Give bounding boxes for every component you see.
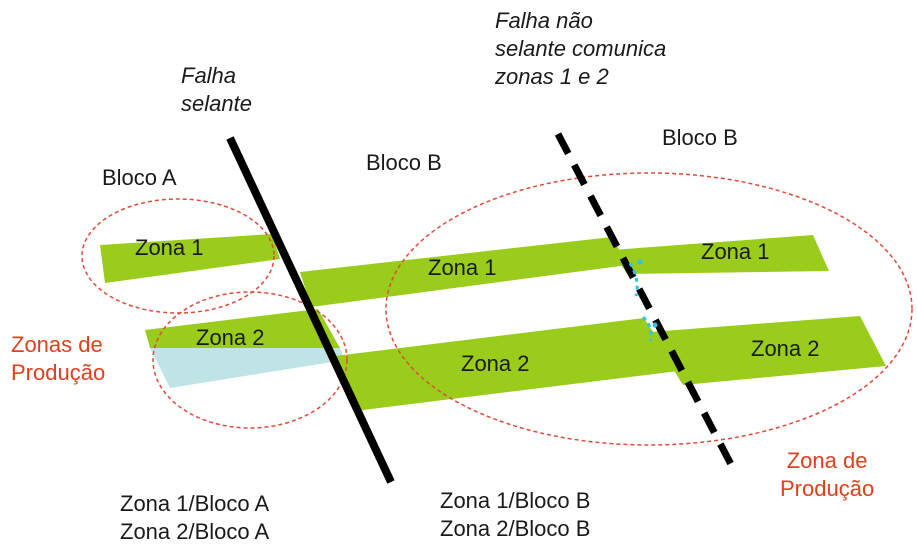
block-b-middle-label: Bloco B bbox=[366, 150, 442, 175]
zone2-block-a-layer bbox=[145, 309, 340, 348]
production-zones-label-line2: Produção bbox=[11, 360, 106, 385]
legend-block-a-line1: Zona 1/Bloco A bbox=[120, 491, 270, 516]
production-zone-label: Zona de Produção bbox=[780, 447, 874, 503]
legend-block-a-line2: Zona 2/Bloco A bbox=[120, 519, 270, 544]
zone2-block-b-right-label: Zona 2 bbox=[751, 336, 820, 361]
zone2-block-b-middle-label: Zona 2 bbox=[461, 351, 530, 376]
sealing-fault-label: Falha selante bbox=[181, 62, 252, 118]
zone2-block-b-right-layer bbox=[650, 316, 886, 385]
zone1-block-b-middle-label: Zona 1 bbox=[428, 255, 497, 280]
production-ring-zone2-a bbox=[152, 291, 348, 429]
zone1-block-a-label: Zona 1 bbox=[135, 235, 204, 260]
nonsealing-fault-label: Falha não selante comunica zonas 1 e 2 bbox=[495, 7, 666, 91]
sealing-fault-label-line1: Falha bbox=[181, 63, 237, 88]
production-ring-block-b bbox=[385, 172, 913, 446]
sealing-fault-label-line2: selante bbox=[181, 91, 252, 116]
legend-block-b: Zona 1/Bloco B Zona 2/Bloco B bbox=[440, 487, 590, 543]
zone2-block-a-water bbox=[150, 348, 345, 388]
sealing-fault-line bbox=[226, 136, 395, 484]
zone1-block-a-layer bbox=[100, 234, 280, 283]
zone1-block-b-right-layer bbox=[612, 235, 829, 274]
legend-block-b-line1: Zona 1/Bloco B bbox=[440, 488, 591, 513]
production-zone-label-line1: Zona de bbox=[786, 448, 868, 473]
nonsealing-fault-line bbox=[554, 132, 739, 474]
nonsealing-fault-label-line2: selante comunica bbox=[495, 36, 667, 61]
production-ring-zone1-a bbox=[81, 198, 275, 314]
nonsealing-fault-label-line3: zonas 1 e 2 bbox=[495, 64, 609, 89]
production-zones-label-line1: Zonas de bbox=[11, 332, 103, 357]
legend-block-b-line2: Zona 2/Bloco B bbox=[440, 516, 591, 541]
zone1-block-b-middle-layer bbox=[300, 237, 628, 307]
block-b-right-label: Bloco B bbox=[662, 125, 738, 150]
block-a-label: Bloco A bbox=[102, 165, 177, 190]
cross-fault-flow-arrows bbox=[628, 259, 658, 342]
zone1-block-b-right-label: Zona 1 bbox=[701, 239, 770, 264]
production-zones-label: Zonas de Produção bbox=[11, 331, 105, 387]
zone2-block-b-middle-layer bbox=[335, 318, 678, 411]
legend-block-a: Zona 1/Bloco A Zona 2/Bloco A bbox=[120, 490, 269, 546]
zone2-block-a-label: Zona 2 bbox=[196, 325, 265, 350]
production-zone-label-line2: Produção bbox=[780, 476, 875, 501]
nonsealing-fault-label-line1: Falha não bbox=[495, 8, 593, 33]
